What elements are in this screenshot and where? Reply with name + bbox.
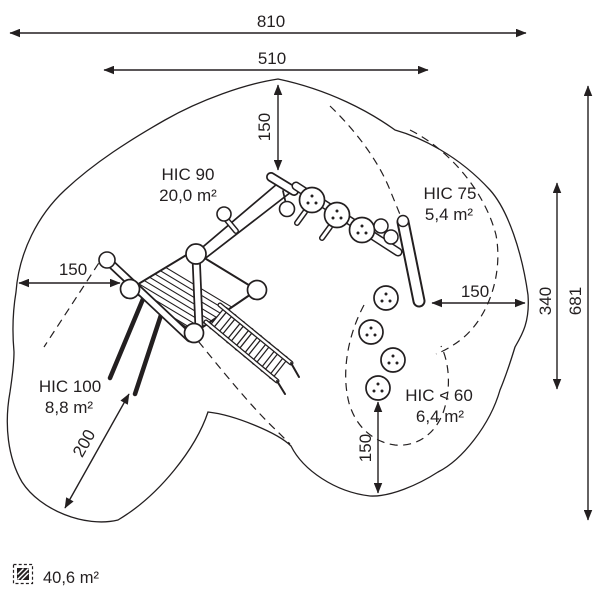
zone-hic75-area: 5,4 m² (425, 205, 474, 224)
dimension-inner-height: 340 (536, 182, 562, 390)
zone-hic60-area: 6,4 m² (416, 407, 465, 426)
play-equipment (98, 172, 426, 401)
dimension-inner-height-value: 340 (536, 287, 555, 315)
ladder (203, 302, 300, 395)
dimension-top-offset: 150 (255, 84, 283, 171)
dimension-inner-width-value: 510 (258, 49, 286, 68)
zone-hic90-area: 20,0 m² (159, 186, 217, 205)
zone-hic75-title: HIC 75 (424, 184, 477, 203)
dimension-left-offset-value: 150 (59, 260, 87, 279)
dimension-total-height: 681 (566, 85, 593, 521)
stepping-disc (365, 375, 391, 401)
zone-divider-left-dashed (43, 251, 107, 348)
safety-zone-boundaries (6, 78, 529, 523)
climbing-net (190, 183, 296, 265)
center-mast (191, 250, 204, 331)
dimension-left-offset: 150 (18, 260, 121, 288)
stepping-disc (380, 347, 406, 373)
dimension-total-width: 810 (9, 12, 527, 38)
outer-impact-zone-outline (6, 78, 529, 523)
zone-label-hic75: HIC 75 5,4 m² (424, 184, 477, 224)
stepping-disc (298, 186, 326, 214)
zone-hic60-title: HIC < 60 (405, 386, 473, 405)
zone-hic60-dashed (345, 304, 450, 446)
zone-labels: HIC 90 20,0 m² HIC 75 5,4 m² HIC 100 8,8… (39, 165, 477, 426)
stepping-disc (358, 319, 384, 345)
stepping-disc (348, 216, 376, 244)
slide (107, 296, 167, 397)
zone-label-hic100: HIC 100 8,8 m² (39, 377, 101, 417)
stepping-discs-ground (358, 285, 406, 401)
dimension-right-offset-value: 150 (461, 282, 489, 301)
zone-label-hic60: HIC < 60 6,4 m² (405, 386, 473, 426)
legend-zone-outline-icon (12, 563, 34, 585)
apex-bar (266, 172, 299, 196)
dimension-top-offset-value: 150 (255, 113, 274, 141)
zone-hic100-area: 8,8 m² (45, 398, 94, 417)
dimension-inner-width: 510 (103, 49, 429, 75)
stepping-disc (373, 285, 399, 311)
zone-divider-top-dashed (329, 105, 403, 221)
balance-post (396, 214, 426, 308)
stepping-discs-beam (298, 186, 399, 245)
legend-hatch-icon (17, 568, 29, 581)
stepping-disc (323, 201, 351, 229)
dimension-total-width-value: 810 (257, 12, 285, 31)
zone-divider-ladder-dashed (189, 330, 291, 445)
zone-hic75-dashed (409, 129, 499, 355)
dimension-bottom-offset: 150 (356, 401, 383, 494)
dimension-bottom-offset-value: 150 (356, 434, 375, 462)
dimension-total-height-value: 681 (566, 287, 585, 315)
legend: 40,6 m² (12, 563, 99, 587)
zone-hic90-title: HIC 90 (162, 165, 215, 184)
dimension-right-offset: 150 (431, 282, 526, 308)
legend-total-area-value: 40,6 m² (43, 569, 99, 587)
dimensions: 810 510 150 150 150 150 200 340 (9, 12, 593, 521)
zone-label-hic90: HIC 90 20,0 m² (159, 165, 217, 205)
zone-hic100-title: HIC 100 (39, 377, 101, 396)
tower-posts (119, 243, 268, 344)
brace-log (98, 251, 195, 343)
